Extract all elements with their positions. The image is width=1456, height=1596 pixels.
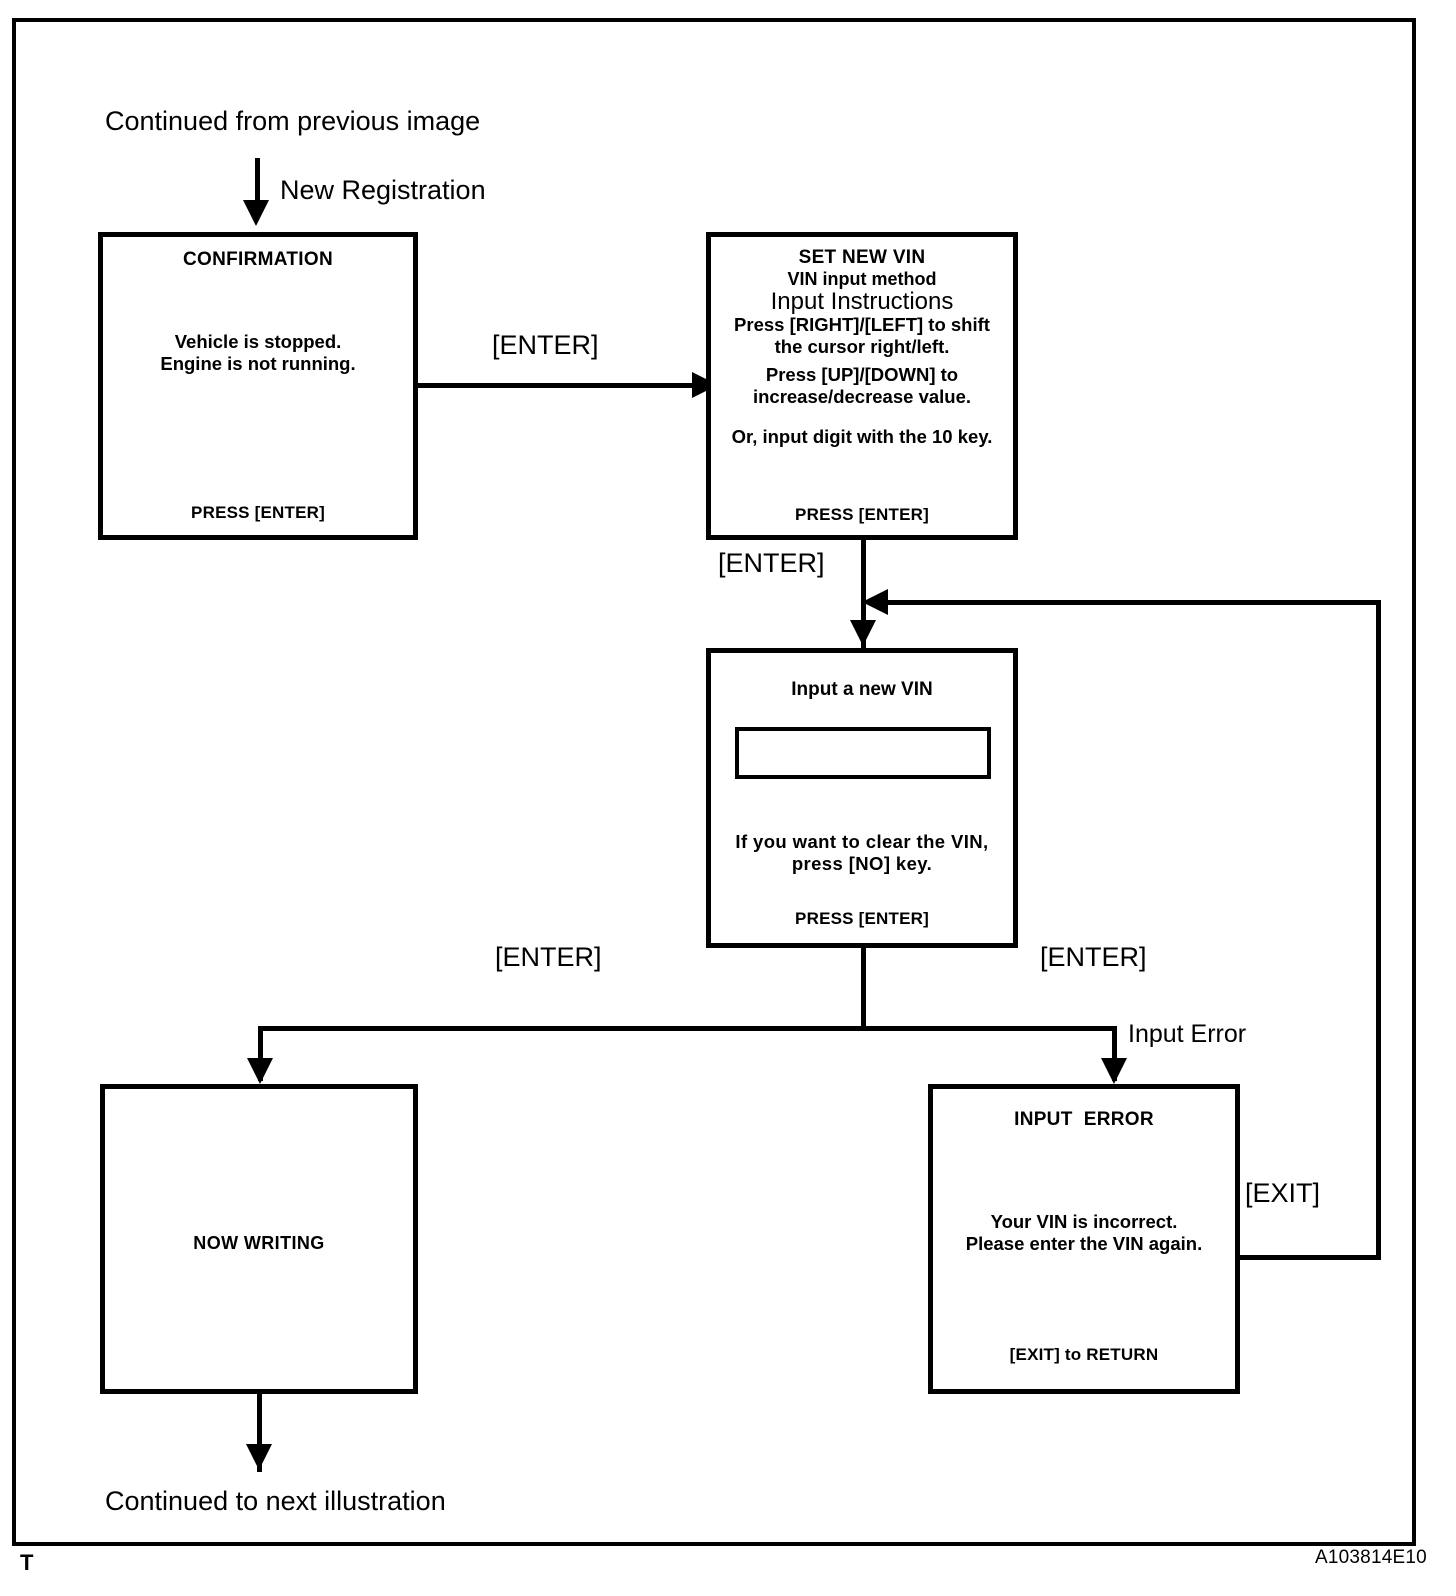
edge-input-to-error-arrowhead [1101, 1058, 1127, 1084]
edge-label-enter-left: [ENTER] [495, 942, 602, 972]
edge-input-branch-bar [258, 1026, 1117, 1031]
screen-confirmation[interactable]: CONFIRMATION Vehicle is stopped. Engine … [98, 232, 418, 540]
set-new-vin-title: SET NEW VIN [798, 247, 926, 268]
edge-confirmation-to-setvin-line [418, 383, 696, 388]
input-new-vin-note-line2: press [NO] key. [791, 853, 933, 874]
edge-entry-arrowhead [243, 200, 269, 226]
edge-error-return-arrowhead [862, 589, 888, 615]
input-error-body-line1: Your VIN is incorrect. [990, 1211, 1178, 1232]
edge-error-return-hline-top [886, 600, 1379, 605]
confirmation-body-line1: Vehicle is stopped. [174, 331, 342, 352]
set-new-vin-heading: Input Instructions [770, 288, 954, 316]
corner-mark-t: T [20, 1550, 34, 1575]
set-new-vin-instruction-1: Press [RIGHT]/[LEFT] to shift [734, 314, 990, 336]
exit-note: Continued to next illustration [105, 1486, 446, 1516]
edge-input-to-writing-arrowhead [247, 1058, 273, 1084]
page-border [12, 18, 1416, 1546]
confirmation-title: CONFIRMATION [183, 249, 333, 270]
screen-now-writing[interactable]: NOW WRITING [100, 1084, 418, 1394]
edge-input-branch-stem [861, 948, 866, 1031]
edge-exit-line [257, 1394, 262, 1472]
edge-input-to-error-line [1112, 1026, 1117, 1081]
set-new-vin-instruction-3: Press [UP]/[DOWN] to [765, 364, 959, 385]
figure-code: A103814E10 [1315, 1547, 1427, 1568]
edge-label-enter-confirmation: [ENTER] [492, 330, 599, 360]
input-error-footer: [EXIT] to RETURN [1009, 1345, 1159, 1364]
edge-input-to-writing-line [258, 1026, 263, 1081]
input-error-body-line2: Please enter the VIN again. [965, 1232, 1203, 1254]
screen-set-new-vin[interactable]: SET NEW VIN VIN input method Input Instr… [706, 232, 1018, 540]
edge-exit-arrowhead [246, 1444, 272, 1470]
edge-label-exit: [EXIT] [1245, 1178, 1321, 1208]
screen-input-new-vin[interactable]: Input a new VIN If you want to clear the… [706, 648, 1018, 948]
confirmation-footer: PRESS [ENTER] [191, 503, 325, 522]
set-new-vin-instruction-2: the cursor right/left. [774, 336, 950, 358]
edge-error-return-hline-bottom [1240, 1255, 1381, 1260]
set-new-vin-instruction-5: Or, input digit with the 10 key. [731, 425, 993, 447]
screen-input-error[interactable]: INPUT ERROR Your VIN is incorrect. Pleas… [928, 1084, 1240, 1394]
now-writing-label: NOW WRITING [193, 1233, 325, 1253]
edge-label-enter-right: [ENTER] [1040, 942, 1147, 972]
entry-note: Continued from previous image [105, 106, 481, 136]
edge-label-input-error: Input Error [1128, 1020, 1247, 1048]
input-new-vin-note-line1: If you want to clear the VIN, [735, 831, 989, 852]
set-new-vin-instruction-4: increase/decrease value. [752, 385, 972, 407]
vin-input-field[interactable] [735, 727, 991, 779]
confirmation-body-line2: Engine is not running. [160, 352, 356, 374]
input-error-title: INPUT ERROR [1014, 1109, 1154, 1130]
edge-error-return-vline [1376, 600, 1381, 1258]
edge-setvin-to-input-arrowhead [850, 620, 876, 646]
input-new-vin-footer: PRESS [ENTER] [795, 909, 929, 928]
edge-entry-line [255, 158, 260, 206]
input-new-vin-title: Input a new VIN [791, 679, 933, 700]
set-new-vin-footer: PRESS [ENTER] [795, 505, 929, 524]
set-new-vin-subtitle: VIN input method [787, 269, 937, 289]
edge-label-enter-setvin: [ENTER] [718, 548, 825, 578]
edge-label-new-registration: New Registration [280, 175, 486, 205]
